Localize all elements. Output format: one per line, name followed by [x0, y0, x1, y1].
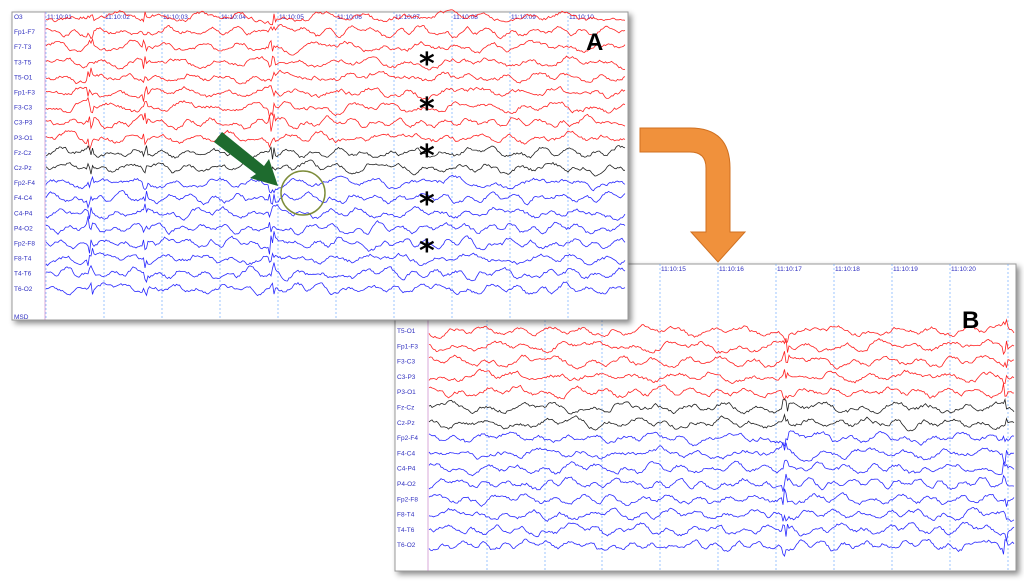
eeg-trace-fp2-f8 — [428, 488, 1015, 507]
asterisk-marker: * — [419, 234, 435, 269]
channel-label-fp2-f8: Fp2-F8 — [397, 496, 418, 503]
time-label: 11:10:04 — [221, 14, 246, 21]
eeg-trace-p4-o2 — [45, 216, 626, 236]
channel-label-p4-o2: P4-O2 — [397, 481, 416, 488]
eeg-trace-c4-p4 — [45, 203, 626, 221]
eeg-trace-p3-o1 — [428, 383, 1014, 401]
channel-label-o3: O3 — [14, 14, 23, 21]
panel-frame — [11, 11, 629, 321]
eeg-trace-fp1-f7 — [45, 24, 626, 40]
eeg-trace-fp2-f4 — [428, 430, 1015, 447]
channel-label-c4-p4: C4-P4 — [14, 210, 33, 217]
eeg-trace-p3-o1 — [45, 129, 626, 150]
channel-label-fp1-f3: Fp1-F3 — [397, 343, 418, 350]
eeg-trace-fz-cz — [45, 144, 626, 160]
time-label: 11:10:06 — [337, 14, 362, 21]
time-label: 11:10:17 — [777, 266, 802, 273]
channel-label-f4-c4: F4-C4 — [397, 450, 415, 457]
time-label: 11:10:20 — [951, 266, 976, 273]
eeg-trace-fz-cz — [428, 397, 1015, 415]
eeg-trace-t4-t6 — [45, 262, 626, 284]
eeg-trace-c3-p3 — [428, 368, 1015, 385]
eeg-trace-f8-t4 — [428, 506, 1015, 522]
time-label: 11:10:07 — [395, 14, 420, 21]
channel-label-c3-p3: C3-P3 — [397, 374, 416, 381]
eeg-trace-p4-o2 — [428, 473, 1015, 492]
channel-label-t5-o1: T5-O1 — [14, 74, 33, 81]
time-label: 11:10:18 — [835, 266, 860, 273]
channel-label-t6-o2: T6-O2 — [397, 542, 416, 549]
eeg-trace-t6-o2 — [45, 281, 626, 297]
time-label: 11:10:01 — [47, 14, 72, 21]
channel-label-t5-o1: T5-O1 — [397, 328, 416, 335]
eeg-panel-a: 11:10:01 11:10:02 11:10:03 11:10:04 11:10:05… — [11, 9, 629, 321]
eeg-trace-f4-c4 — [428, 442, 1015, 465]
time-label: 11:10:02 — [105, 14, 130, 21]
channel-label-fz-cz: Fz-Cz — [14, 150, 31, 157]
eeg-trace-fp2-f4 — [45, 174, 626, 194]
channel-label-f4-c4: F4-C4 — [14, 195, 32, 202]
channel-label-cz-pz: Cz-Pz — [14, 165, 32, 172]
eeg-trace-t3-t5 — [45, 55, 626, 71]
asterisk-marker: * — [419, 139, 435, 174]
channel-label-fp2-f4: Fp2-F4 — [397, 435, 418, 442]
time-label: 11:10:05 — [279, 14, 304, 21]
channel-label-p3-o1: P3-O1 — [397, 389, 416, 396]
eeg-trace-f3-c3 — [45, 96, 626, 119]
channel-label-cz-pz: Cz-Pz — [397, 420, 415, 427]
channel-label-fp2-f4: Fp2-F4 — [14, 180, 35, 187]
eeg-trace-t5-o1 — [428, 318, 1015, 344]
channel-label-p3-o1: P3-O1 — [14, 135, 33, 142]
eeg-trace-f7-t3 — [45, 37, 626, 56]
panel-letter-a: A — [586, 29, 603, 56]
eeg-trace-t5-o1 — [46, 67, 626, 85]
channel-label-t4-t6: T4-T6 — [397, 527, 415, 534]
channel-label-c3-p3: C3-P3 — [14, 120, 33, 127]
eeg-trace-f3-c3 — [428, 351, 1015, 370]
channel-label-f8-t4: F8-T4 — [14, 256, 32, 263]
channel-label-f7-t3: F7-T3 — [14, 44, 32, 51]
channel-label-f3-c3: F3-C3 — [397, 359, 415, 366]
eeg-trace-fp2-f8 — [45, 231, 626, 255]
channel-label-p4-o2: P4-O2 — [14, 225, 33, 232]
eeg-trace-f8-t4 — [45, 248, 626, 268]
eeg-trace-fp1-f3 — [428, 338, 1015, 356]
eeg-trace-cz-pz — [45, 159, 625, 181]
channel-label-t6-o2: T6-O2 — [14, 286, 33, 293]
eeg-trace-o3 — [45, 9, 626, 26]
time-label: 11:10:09 — [511, 14, 536, 21]
channel-label-t3-t5: T3-T5 — [14, 59, 32, 66]
asterisk-marker: * — [419, 187, 435, 222]
msd-label: MSD — [14, 314, 29, 321]
eeg-trace-t4-t6 — [428, 521, 1015, 542]
highlight-circle — [280, 170, 326, 216]
eeg-trace-cz-pz — [428, 413, 1015, 432]
time-label: 11:10:03 — [163, 14, 188, 21]
eeg-trace-t6-o2 — [428, 538, 1015, 558]
green-arrow-icon — [214, 132, 278, 186]
time-label: 11:10:16 — [719, 266, 744, 273]
channel-label-f3-c3: F3-C3 — [14, 105, 32, 112]
orange-curved-arrow-icon — [639, 127, 747, 263]
channel-label-fp1-f7: Fp1-F7 — [14, 29, 35, 36]
eeg-trace-fp1-f3 — [45, 85, 626, 102]
eeg-trace-c4-p4 — [428, 459, 1015, 477]
channel-label-fp1-f3: Fp1-F3 — [14, 90, 35, 97]
time-label: 11:10:08 — [453, 14, 478, 21]
time-label: 11:10:15 — [661, 266, 686, 273]
channel-label-fz-cz: Fz-Cz — [397, 405, 414, 412]
eeg-trace-f4-c4 — [45, 189, 626, 209]
panel-letter-b: B — [962, 307, 979, 334]
time-label: 11:10:19 — [893, 266, 918, 273]
asterisk-marker: * — [419, 92, 435, 127]
asterisk-marker: * — [419, 47, 435, 82]
channel-label-f8-t4: F8-T4 — [397, 512, 415, 519]
eeg-trace-c3-p3 — [45, 112, 626, 132]
channel-label-fp2-f8: Fp2-F8 — [14, 241, 35, 248]
time-label: 11:10:10 — [569, 14, 594, 21]
channel-label-t4-t6: T4-T6 — [14, 271, 32, 278]
channel-label-c4-p4: C4-P4 — [397, 466, 416, 473]
